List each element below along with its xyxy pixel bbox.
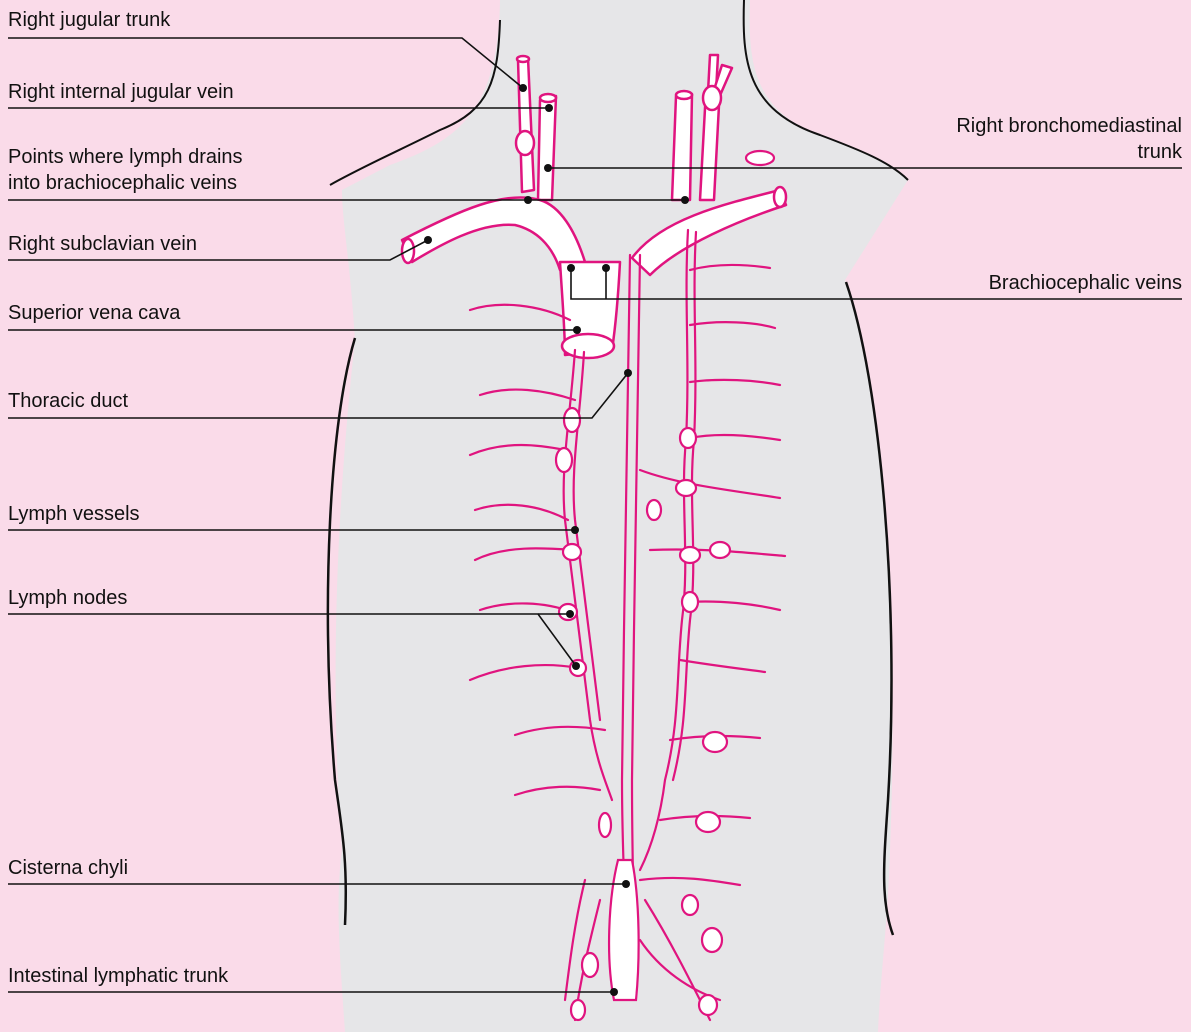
label-lymph-nodes: Lymph nodes	[8, 586, 127, 610]
label-points-drain-line1: Points where lymph drains	[8, 145, 243, 169]
label-thoracic-duct: Thoracic duct	[8, 389, 128, 413]
label-lymph-vessels: Lymph vessels	[8, 502, 140, 526]
label-intestinal-lymphatic-trunk: Intestinal lymphatic trunk	[8, 964, 228, 988]
label-right-bronchomediastinal-line1: Right bronchomediastinal	[956, 114, 1182, 138]
label-points-drain-line2: into brachiocephalic veins	[8, 171, 237, 195]
label-brachiocephalic-veins: Brachiocephalic veins	[989, 271, 1182, 295]
label-right-internal-jugular-vein: Right internal jugular vein	[8, 80, 234, 104]
label-cisterna-chyli: Cisterna chyli	[8, 856, 128, 880]
label-right-bronchomediastinal-line2: trunk	[1138, 140, 1182, 164]
label-right-jugular-trunk: Right jugular trunk	[8, 8, 170, 32]
label-superior-vena-cava: Superior vena cava	[8, 301, 180, 325]
label-right-subclavian-vein: Right subclavian vein	[8, 232, 197, 256]
